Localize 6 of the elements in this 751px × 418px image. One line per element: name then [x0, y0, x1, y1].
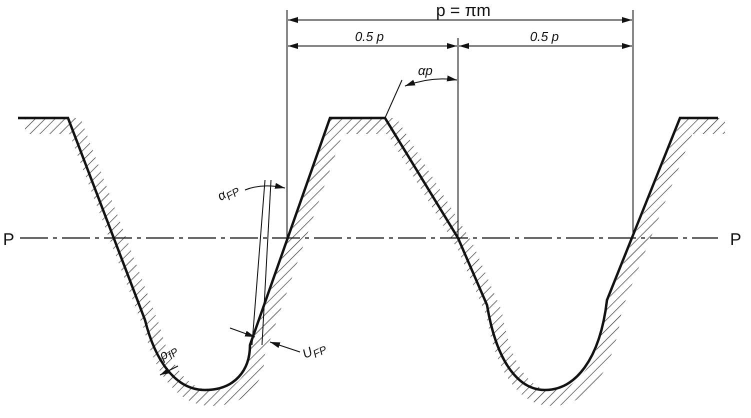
angle-label: αp [418, 64, 433, 77]
pitch-point-label: P [3, 231, 14, 248]
pitch-point-label: P [730, 231, 742, 248]
dimension-label: 0.5 p [355, 30, 384, 43]
dimension-label: 0.5 p [530, 30, 559, 43]
dimension-label: p = πm [436, 2, 491, 19]
